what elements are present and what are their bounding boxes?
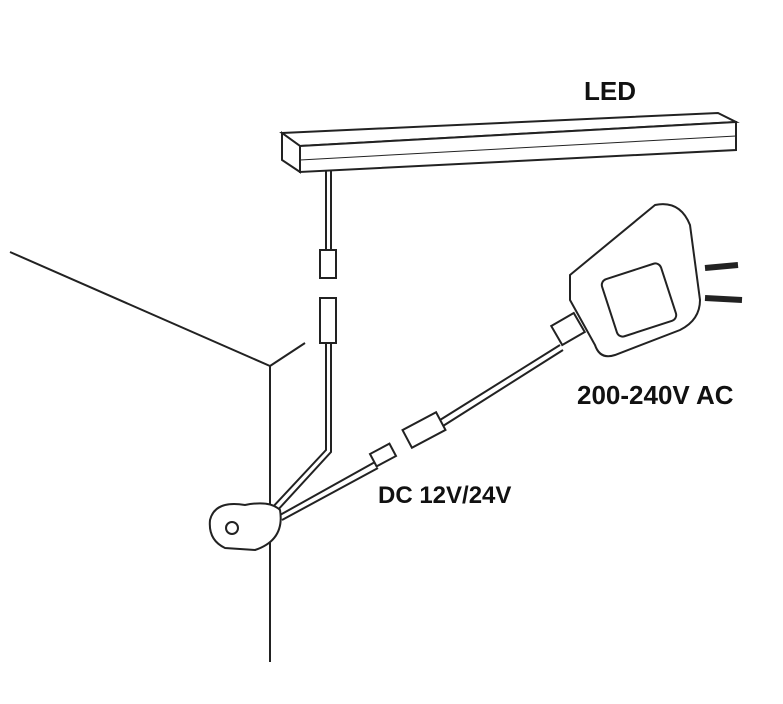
led-bar [279, 111, 740, 174]
touch-switch [208, 502, 282, 552]
cabinet [9, 251, 306, 662]
label-ac: 200-240V AC [577, 380, 734, 410]
label-dc: DC 12V/24V [378, 482, 512, 509]
led-cable [269, 170, 337, 513]
label-led: LED [584, 76, 636, 106]
power-icon [225, 521, 239, 535]
dc-cable [279, 311, 587, 521]
power-adapter [569, 203, 743, 358]
